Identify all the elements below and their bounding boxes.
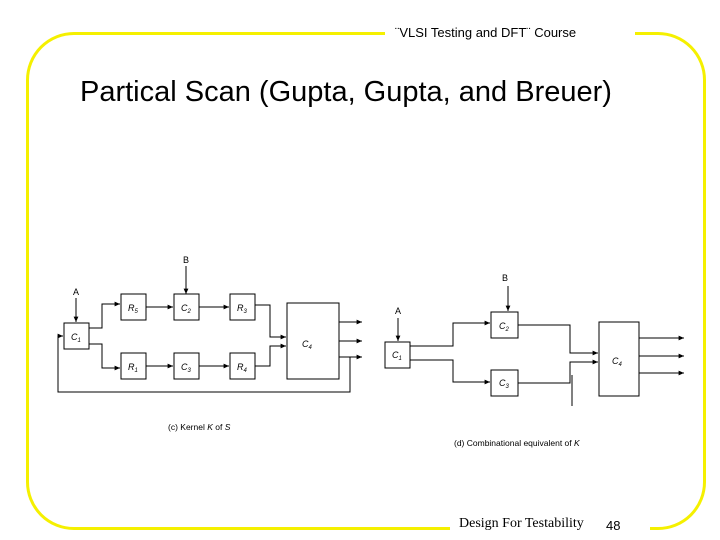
kernel-r5-label: R xyxy=(128,303,135,313)
d-c2-block xyxy=(490,311,519,339)
kernel-c3-sub: 3 xyxy=(188,368,192,374)
d-c4-block xyxy=(598,321,640,397)
kernel-caption: (c) Kernel K of S xyxy=(168,422,231,432)
d-c4-sub: 4 xyxy=(619,362,623,368)
c1-block xyxy=(63,322,90,350)
svg-text:C3: C3 xyxy=(181,362,192,374)
svg-text:C3: C3 xyxy=(499,378,510,390)
kernel-r1-label: R xyxy=(128,362,135,372)
kernel-labels: B A C1 R5 C2 R3 R1 C3 R4 C4 (c) Kernel K… xyxy=(71,255,313,432)
kernel-c1-label: C xyxy=(71,332,78,342)
kernel-r5-sub: 5 xyxy=(135,309,139,315)
kernel-diagram xyxy=(57,266,362,393)
d-c1-label: C xyxy=(392,350,399,360)
kernel-c4-label: C xyxy=(302,339,309,349)
d-c2-label: C xyxy=(499,321,506,331)
footer-text: Design For Testability xyxy=(459,516,584,531)
d-c1-block xyxy=(384,341,411,369)
kernel-c3-label: C xyxy=(181,362,188,372)
d-label-a: A xyxy=(395,306,401,316)
kernel-r4-sub: 4 xyxy=(244,368,248,374)
combinational-labels: B A C1 C2 C3 C4 (d) Combinational equiva… xyxy=(392,273,623,448)
d-c3-label: C xyxy=(499,378,506,388)
c4-block xyxy=(286,302,340,380)
combinational-diagram xyxy=(384,286,684,406)
kernel-c2-label: C xyxy=(181,303,188,313)
kernel-r3-sub: 3 xyxy=(244,309,248,315)
r3-register xyxy=(229,293,256,321)
kernel-r3-label: R xyxy=(237,303,244,313)
frame-gap-bottom xyxy=(450,512,650,536)
svg-text:C1: C1 xyxy=(392,350,402,362)
svg-text:C4: C4 xyxy=(612,356,623,368)
d-c4-label: C xyxy=(612,356,619,366)
svg-text:R4: R4 xyxy=(237,362,248,374)
frame-gap-top xyxy=(385,25,635,39)
kernel-c1-sub: 1 xyxy=(78,338,81,344)
r5-register xyxy=(120,293,147,321)
svg-text:C2: C2 xyxy=(181,303,192,315)
kernel-r4-label: R xyxy=(237,362,244,372)
course-header: ¨VLSI Testing and DFT¨ Course xyxy=(395,25,577,40)
svg-text:R5: R5 xyxy=(128,303,139,315)
slide-frame xyxy=(26,32,706,530)
svg-text:C4: C4 xyxy=(302,339,313,351)
d-c3-block xyxy=(490,369,519,397)
svg-text:R1: R1 xyxy=(128,362,138,374)
d-c1-sub: 1 xyxy=(399,356,402,362)
svg-text:C1: C1 xyxy=(71,332,81,344)
svg-text:C2: C2 xyxy=(499,321,510,333)
d-c2-sub: 2 xyxy=(505,327,510,333)
kernel-label-b: B xyxy=(183,255,189,265)
d-label-b: B xyxy=(502,273,508,283)
slide-title: Partical Scan (Gupta, Gupta, and Breuer) xyxy=(80,76,612,108)
page-number: 48 xyxy=(606,518,621,533)
kernel-label-a: A xyxy=(73,287,79,297)
kernel-c4-sub: 4 xyxy=(309,345,313,351)
svg-text:R3: R3 xyxy=(237,303,248,315)
combinational-caption: (d) Combinational equivalent of K xyxy=(454,438,580,448)
kernel-r1-sub: 1 xyxy=(135,368,138,374)
kernel-c2-sub: 2 xyxy=(187,309,192,315)
d-c3-sub: 3 xyxy=(506,384,510,390)
